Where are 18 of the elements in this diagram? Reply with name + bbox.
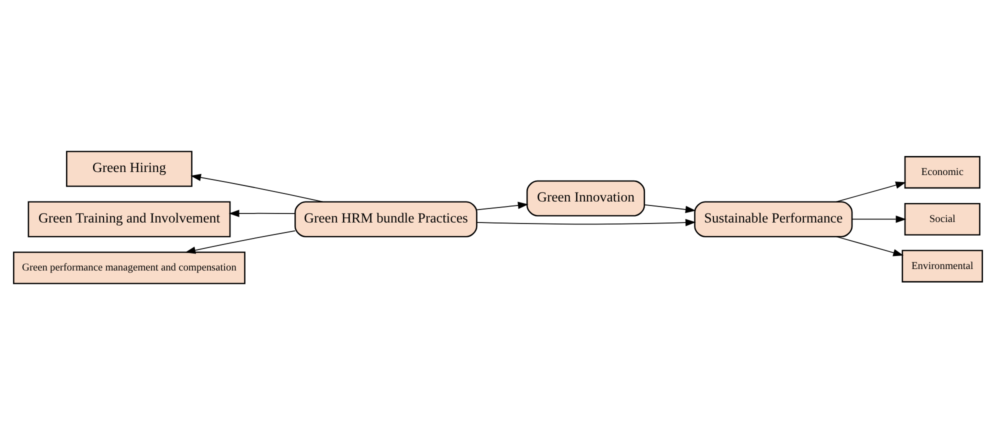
node-box: Green HRM bundle Practices (294, 200, 478, 237)
arrow (644, 204, 696, 213)
arrow (228, 209, 296, 217)
node-box: Economic (904, 156, 980, 188)
node-box: Green performance management and compensation (13, 251, 246, 284)
arrow (185, 230, 296, 254)
node-box: Green Innovation (526, 180, 646, 216)
arrow (476, 218, 696, 226)
node-box: Environmental (902, 249, 983, 282)
arrow (836, 236, 904, 256)
arrow (852, 215, 906, 222)
node-box: Social (904, 202, 980, 236)
node-box: Green Hiring (66, 150, 192, 186)
arrow (190, 173, 324, 202)
arrow (476, 201, 528, 210)
arrow (836, 181, 906, 202)
node-box: Sustainable Performance (694, 200, 853, 237)
node-box: Green Training and Involvement (28, 200, 231, 237)
